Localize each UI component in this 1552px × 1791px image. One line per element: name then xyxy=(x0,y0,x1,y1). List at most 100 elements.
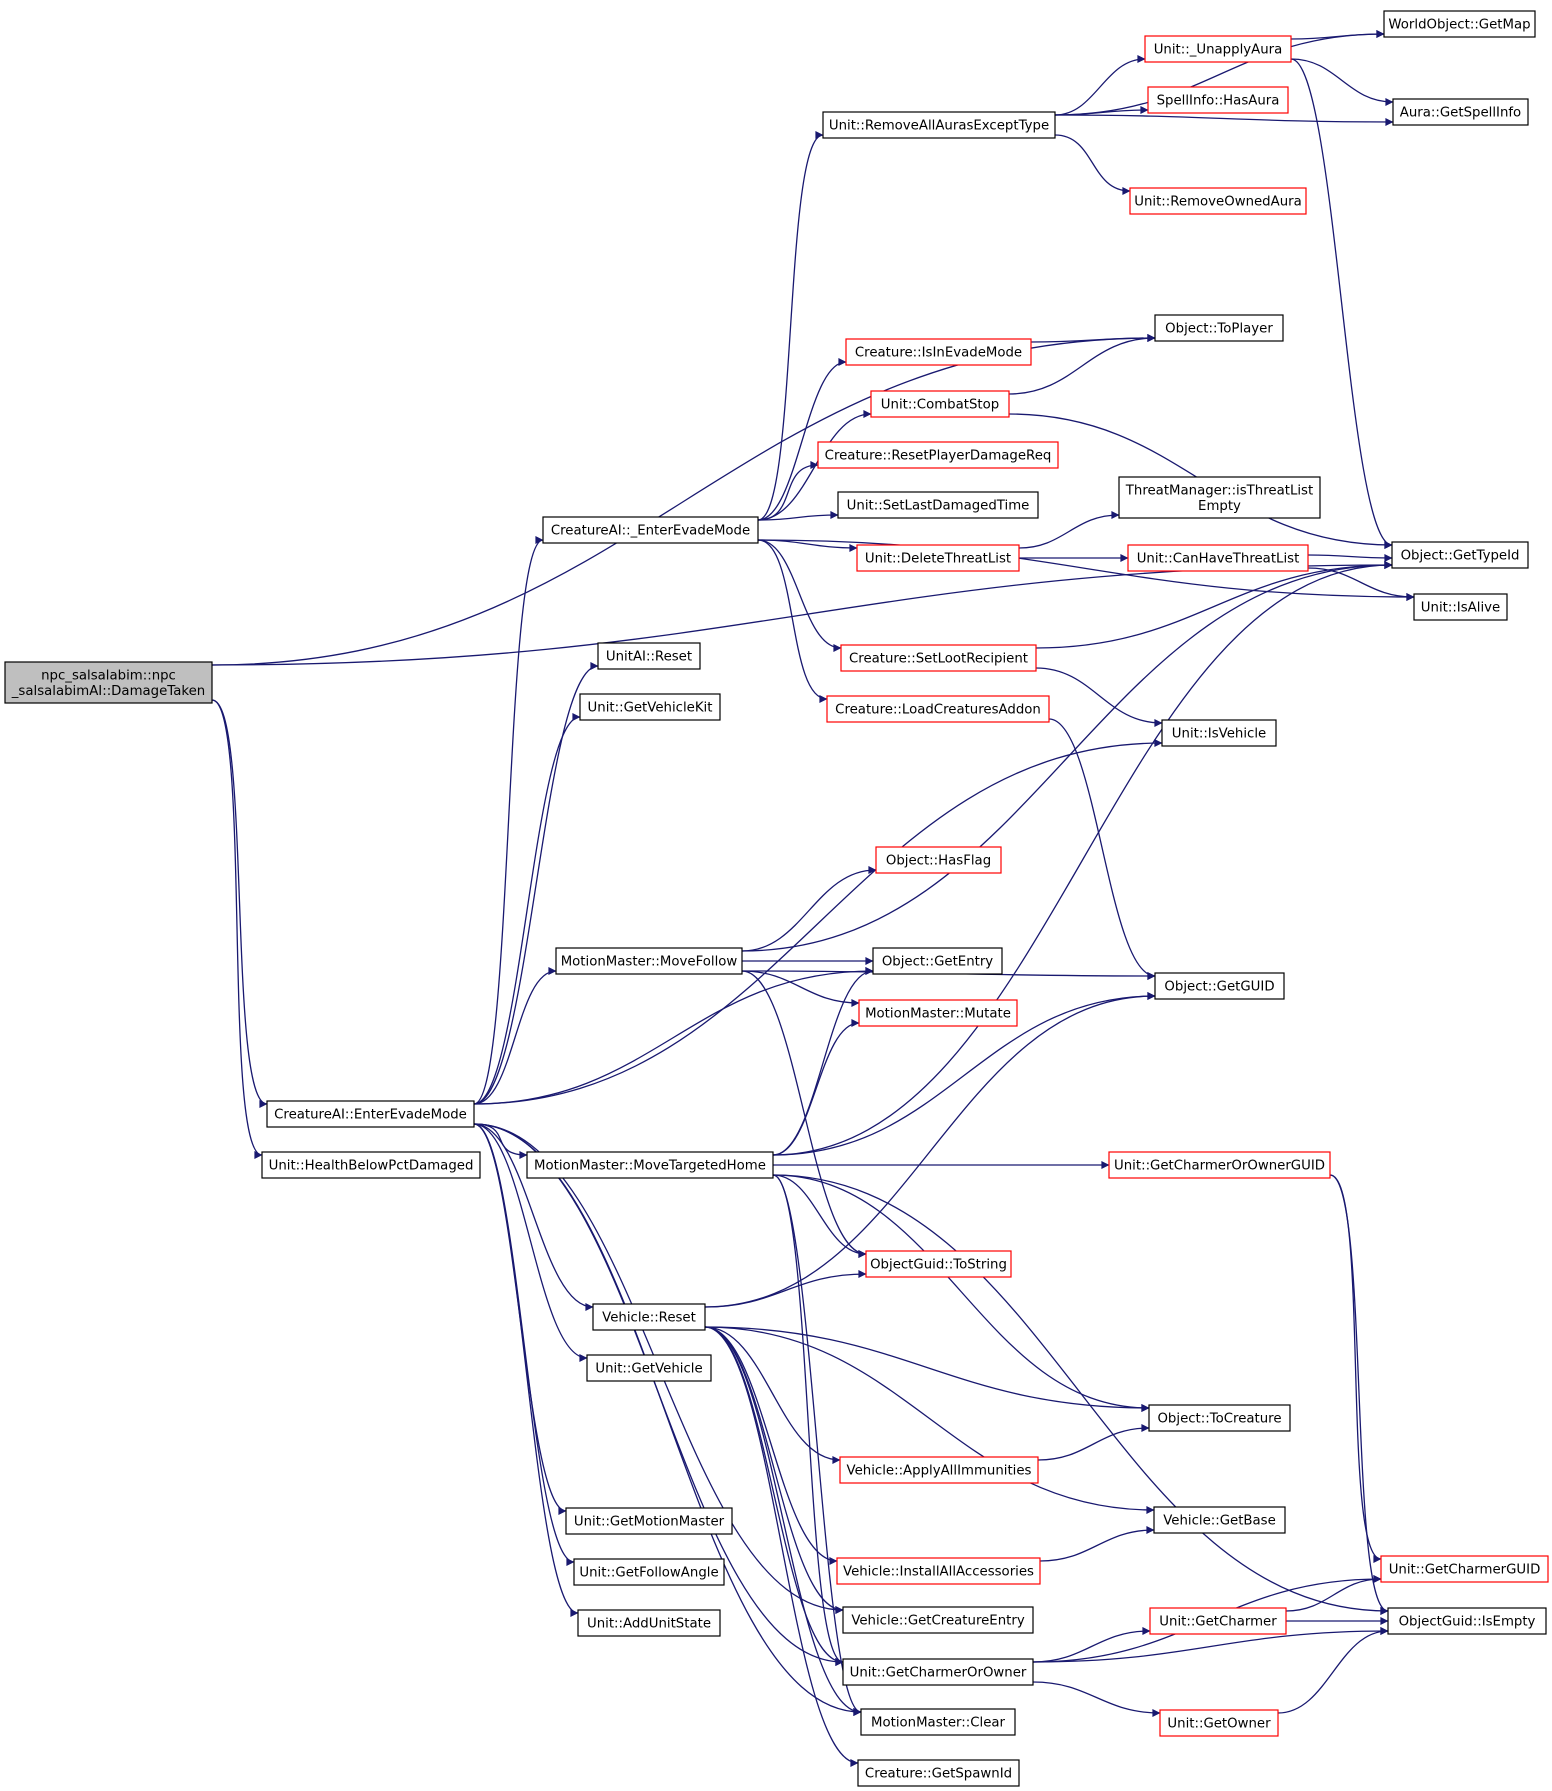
node-deleteThreatList[interactable]: Unit::DeleteThreatList xyxy=(856,544,1020,572)
node-spellInfoHasAura[interactable]: SpellInfo::HasAura xyxy=(1147,86,1289,114)
node-isVehicle[interactable]: Unit::IsVehicle xyxy=(1161,719,1277,747)
node-box xyxy=(836,1557,1041,1585)
node-getMotionMaster[interactable]: Unit::GetMotionMaster xyxy=(565,1507,733,1535)
node-addUnitState[interactable]: Unit::AddUnitState xyxy=(577,1609,721,1637)
node-applyAllImmunities[interactable]: Vehicle::ApplyAllImmunities xyxy=(839,1456,1039,1484)
edge-unapplyAura-to-getSpellInfo xyxy=(1290,58,1394,106)
node-setLootRecipient[interactable]: Creature::SetLootRecipient xyxy=(840,644,1037,672)
node-mmClear[interactable]: MotionMaster::Clear xyxy=(860,1708,1016,1736)
edge-vehicleReset-to-toCreature xyxy=(704,1326,1150,1412)
edge-layer xyxy=(211,30,1415,1767)
node-mutate[interactable]: MotionMaster::Mutate xyxy=(858,999,1018,1027)
edge-removeAllAuras-to-unapplyAura xyxy=(1054,55,1146,116)
node-box xyxy=(261,1151,481,1179)
node-removeAllAuras[interactable]: Unit::RemoveAllAurasExceptType xyxy=(822,111,1056,139)
edge-moveTargetedHome-to-toCreature xyxy=(772,1174,1150,1412)
node-label: MotionMaster::Mutate xyxy=(865,1007,1011,1022)
node-getGUID[interactable]: Object::GetGUID xyxy=(1154,972,1285,1000)
node-label: CreatureAI::_EnterEvadeMode xyxy=(551,524,750,539)
node-box xyxy=(822,111,1056,139)
node-box xyxy=(526,1151,774,1179)
edge-_enterEvadeMode-to-resetPlayerDamage xyxy=(757,461,819,521)
node-label: Vehicle::ApplyAllImmunities xyxy=(847,1464,1032,1479)
node-canHaveThreatList[interactable]: Unit::CanHaveThreatList xyxy=(1127,544,1309,572)
node-box xyxy=(840,644,1037,672)
edge-enterEvadeMode-to-getVehicleKit xyxy=(473,713,581,1105)
edge-moveTargetedHome-to-getGUID xyxy=(772,992,1156,1156)
node-box xyxy=(858,999,1018,1027)
node-getFollowAngle[interactable]: Unit::GetFollowAngle xyxy=(573,1558,725,1586)
node-enterEvadeMode[interactable]: CreatureAI::EnterEvadeMode xyxy=(266,1100,475,1128)
node-vehicleReset[interactable]: Vehicle::Reset xyxy=(592,1303,706,1331)
node-getBase[interactable]: Vehicle::GetBase xyxy=(1153,1506,1286,1534)
node-box xyxy=(586,1354,712,1382)
edge-vehicleReset-to-getSpawnId xyxy=(704,1326,859,1767)
node-unitAIReset[interactable]: UnitAI::Reset xyxy=(597,642,701,670)
node-moveTargetedHome[interactable]: MotionMaster::MoveTargetedHome xyxy=(526,1151,774,1179)
node-getOwner[interactable]: Unit::GetOwner xyxy=(1159,1709,1279,1737)
node-label: Creature::ResetPlayerDamageReq xyxy=(825,449,1052,464)
node-combatStop[interactable]: Unit::CombatStop xyxy=(870,390,1010,418)
node-getCharmerGUID[interactable]: Unit::GetCharmerGUID xyxy=(1380,1555,1549,1583)
node-label: CreatureAI::EnterEvadeMode xyxy=(274,1108,467,1123)
node-isAlive[interactable]: Unit::IsAlive xyxy=(1413,593,1508,621)
node-box xyxy=(1118,476,1321,519)
node-label: Creature::IsInEvadeMode xyxy=(855,346,1022,361)
node-removeOwnedAura[interactable]: Unit::RemoveOwnedAura xyxy=(1129,187,1307,215)
node-getEntry[interactable]: Object::GetEntry xyxy=(872,947,1003,975)
node-installAllAccessories[interactable]: Vehicle::InstallAllAccessories xyxy=(836,1557,1041,1585)
node-label: ObjectGuid::ToString xyxy=(870,1258,1007,1273)
node-getSpellInfo[interactable]: Aura::GetSpellInfo xyxy=(1392,98,1529,126)
node-toPlayer[interactable]: Object::ToPlayer xyxy=(1154,314,1284,342)
edge-vehicleReset-to-mmClear xyxy=(704,1326,862,1716)
node-label: Unit::GetCharmerOrOwnerGUID xyxy=(1114,1159,1325,1174)
node-box xyxy=(856,544,1020,572)
node-label: ThreatManager::isThreatList xyxy=(1125,483,1313,498)
node-label: Object::HasFlag xyxy=(886,854,991,869)
node-label: Object::ToPlayer xyxy=(1165,322,1273,337)
edge-removeAllAuras-to-getMap xyxy=(1054,30,1385,116)
node-label: Unit::GetFollowAngle xyxy=(579,1566,718,1581)
node-getCharmer[interactable]: Unit::GetCharmer xyxy=(1149,1607,1287,1635)
node-unapplyAura[interactable]: Unit::_UnapplyAura xyxy=(1144,35,1292,63)
node-label: Unit::GetMotionMaster xyxy=(574,1515,725,1530)
node-getCreatureEntry[interactable]: Vehicle::GetCreatureEntry xyxy=(842,1606,1034,1634)
edge-unapplyAura-to-getMap xyxy=(1290,30,1385,40)
node-label: Object::GetTypeId xyxy=(1401,549,1520,564)
node-healthBelow[interactable]: Unit::HealthBelowPctDamaged xyxy=(261,1151,481,1179)
node-hasFlag[interactable]: Object::HasFlag xyxy=(875,846,1002,874)
node-guidToString[interactable]: ObjectGuid::ToString xyxy=(865,1250,1012,1278)
node-toCreature[interactable]: Object::ToCreature xyxy=(1148,1404,1291,1432)
node-box xyxy=(4,661,213,704)
node-guidIsEmpty[interactable]: ObjectGuid::IsEmpty xyxy=(1387,1607,1547,1635)
edge-setLootRecipient-to-isVehicle xyxy=(1035,667,1163,727)
edge-enterEvadeMode-to-moveFollow xyxy=(473,967,557,1105)
node-box xyxy=(555,947,743,975)
node-moveFollow[interactable]: MotionMaster::MoveFollow xyxy=(555,947,743,975)
edge-loadCreaturesAddon-to-getGUID xyxy=(1048,718,1156,980)
node-loadCreaturesAddon[interactable]: Creature::LoadCreaturesAddon xyxy=(826,695,1050,723)
node-getVehicle[interactable]: Unit::GetVehicle xyxy=(586,1354,712,1382)
edge-_enterEvadeMode-to-loadCreaturesAddon xyxy=(757,539,828,703)
node-getSpawnId[interactable]: Creature::GetSpawnId xyxy=(857,1759,1020,1787)
node-box xyxy=(837,491,1039,519)
edge-getCharmer-to-getCharmerGUID xyxy=(1285,1575,1382,1612)
node-setLastDamaged[interactable]: Unit::SetLastDamagedTime xyxy=(837,491,1039,519)
edge-moveFollow-to-getTypeId xyxy=(741,561,1393,952)
edge-moveTargetedHome-to-mutate xyxy=(772,1019,860,1156)
edge-moveTargetedHome-to-getEntry xyxy=(772,967,874,1156)
node-box xyxy=(860,1708,1016,1736)
node-isInEvadeMode[interactable]: Creature::IsInEvadeMode xyxy=(845,338,1032,366)
node-box xyxy=(875,846,1002,874)
node-_enterEvadeMode[interactable]: CreatureAI::_EnterEvadeMode xyxy=(542,516,759,544)
node-getTypeId[interactable]: Object::GetTypeId xyxy=(1391,541,1529,569)
node-getCharmerOrOwner[interactable]: Unit::GetCharmerOrOwner xyxy=(842,1658,1034,1686)
node-label: Unit::AddUnitState xyxy=(587,1617,711,1632)
node-getVehicleKit[interactable]: Unit::GetVehicleKit xyxy=(579,693,721,721)
node-resetPlayerDamage[interactable]: Creature::ResetPlayerDamageReq xyxy=(817,441,1059,469)
node-getCharmerOrOwnerGUID[interactable]: Unit::GetCharmerOrOwnerGUID xyxy=(1108,1151,1331,1179)
node-label: Object::GetEntry xyxy=(882,955,993,970)
node-getMap[interactable]: WorldObject::GetMap xyxy=(1383,10,1536,38)
